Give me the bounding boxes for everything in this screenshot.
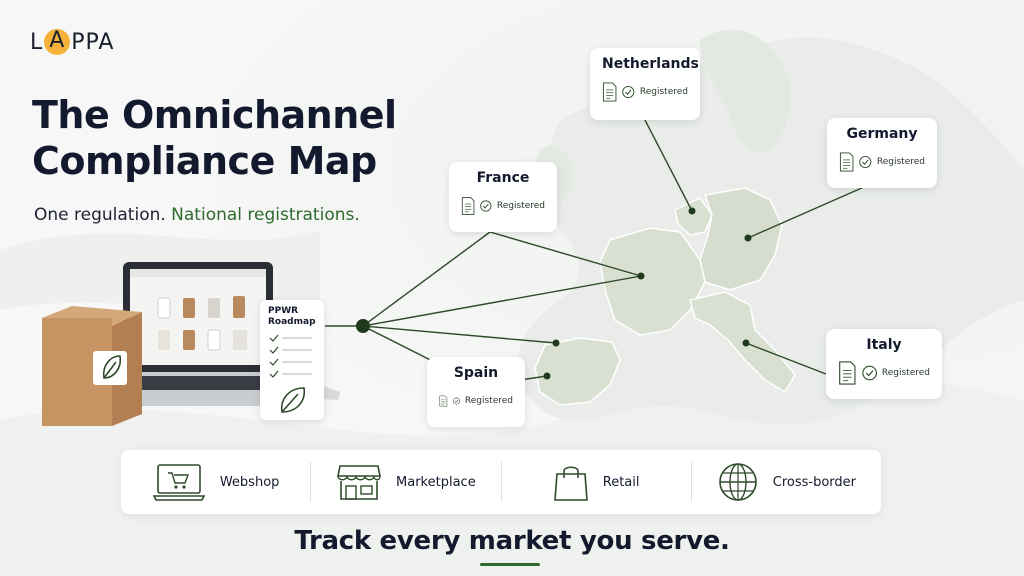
spain-shape xyxy=(534,337,621,406)
storefront-icon xyxy=(337,465,382,500)
country-card-spain: Spain Registered xyxy=(427,357,525,427)
status-label: Registered xyxy=(496,201,545,211)
title-line-2: Compliance Map xyxy=(32,139,377,183)
channel-cross-border: Cross-border xyxy=(692,462,881,502)
line-france-card-map xyxy=(489,231,642,277)
tagline: Track every market you serve. xyxy=(294,526,730,556)
subtitle-part-2: National registrations. xyxy=(171,205,360,225)
dot-france xyxy=(637,272,645,280)
status-label: Registered xyxy=(876,157,925,167)
line-hub-france-card xyxy=(362,231,491,327)
status-label: Registered xyxy=(639,87,688,97)
roadmap-title-2: Roadmap xyxy=(268,317,316,327)
channel-webshop: Webshop xyxy=(121,462,312,502)
line-germany xyxy=(747,186,865,239)
check-circle-icon xyxy=(622,85,635,99)
page-subtitle: One regulation. National registrations. xyxy=(34,205,360,225)
dot-spain xyxy=(543,372,551,380)
laptop-screen xyxy=(130,269,266,365)
subtitle-part-1: One regulation. xyxy=(34,205,172,225)
laptop-illustration xyxy=(96,262,340,406)
country-name: Netherlands xyxy=(602,56,699,72)
scandinavia-shape xyxy=(700,29,791,153)
country-card-germany: Germany Registered xyxy=(827,118,937,188)
brand-logo: L A PPA xyxy=(30,28,114,56)
laptop-cart-icon xyxy=(152,464,206,501)
document-icon xyxy=(439,395,448,407)
italy-shape xyxy=(689,291,796,394)
line-netherlands xyxy=(644,119,693,212)
dot-italy xyxy=(742,339,750,347)
document-icon xyxy=(461,197,475,215)
dot-netherlands xyxy=(688,207,696,215)
tagline-underline xyxy=(480,563,540,566)
laptop-browser-bar xyxy=(130,269,266,277)
checklist-icon xyxy=(269,334,312,413)
logo-letters: PPA xyxy=(71,29,115,55)
channel-marketplace: Marketplace xyxy=(311,462,502,502)
check-circle-icon xyxy=(452,397,460,405)
product-grid xyxy=(157,296,247,351)
status-label: Registered xyxy=(881,368,930,378)
roadmap-title-1: PPWR xyxy=(268,306,299,316)
status-label: Registered xyxy=(464,396,513,406)
country-card-france: France Registered xyxy=(449,162,557,232)
laptop-keyboard xyxy=(120,376,280,390)
logo-letter: L xyxy=(30,29,44,55)
country-name: Italy xyxy=(866,337,902,353)
cardboard-box xyxy=(42,306,142,426)
dot-france-south xyxy=(552,339,560,347)
germany-shape xyxy=(699,187,783,291)
title-line-1: The Omnichannel xyxy=(32,93,397,137)
channel-label: Retail xyxy=(602,474,640,490)
document-icon xyxy=(839,361,856,385)
box-label xyxy=(93,351,127,385)
dot-germany xyxy=(744,234,752,242)
check-circle-icon xyxy=(859,155,872,169)
hub-dot xyxy=(356,319,370,333)
netherlands-shape xyxy=(674,197,713,236)
ppwr-roadmap-card: PPWR Roadmap xyxy=(260,300,324,420)
country-card-netherlands: Netherlands Registered xyxy=(590,48,700,120)
document-icon xyxy=(602,82,617,102)
line-hub-france xyxy=(362,275,642,327)
leaf-icon xyxy=(102,355,122,379)
channel-label: Marketplace xyxy=(396,474,476,490)
shopping-bag-icon xyxy=(553,466,588,501)
channels-bar: Webshop Marketplace Retail xyxy=(121,450,881,514)
map-dots xyxy=(356,207,752,380)
country-card-italy: Italy Registered xyxy=(826,329,942,399)
line-hub-spain-map xyxy=(362,325,557,344)
country-name: France xyxy=(476,170,530,186)
globe-icon xyxy=(718,463,757,501)
channel-label: Webshop xyxy=(219,474,280,490)
line-italy xyxy=(745,342,827,375)
logo-circle: A xyxy=(44,28,71,55)
channel-label: Cross-border xyxy=(772,474,856,490)
france-shape xyxy=(599,227,706,336)
country-name: Germany xyxy=(846,126,918,142)
channel-retail: Retail xyxy=(502,462,692,502)
check-circle-icon xyxy=(861,365,877,381)
document-icon xyxy=(839,152,854,172)
check-circle-icon xyxy=(480,200,492,212)
page-title: The Omnichannel Compliance Map xyxy=(32,92,452,184)
country-name: Spain xyxy=(453,365,499,381)
